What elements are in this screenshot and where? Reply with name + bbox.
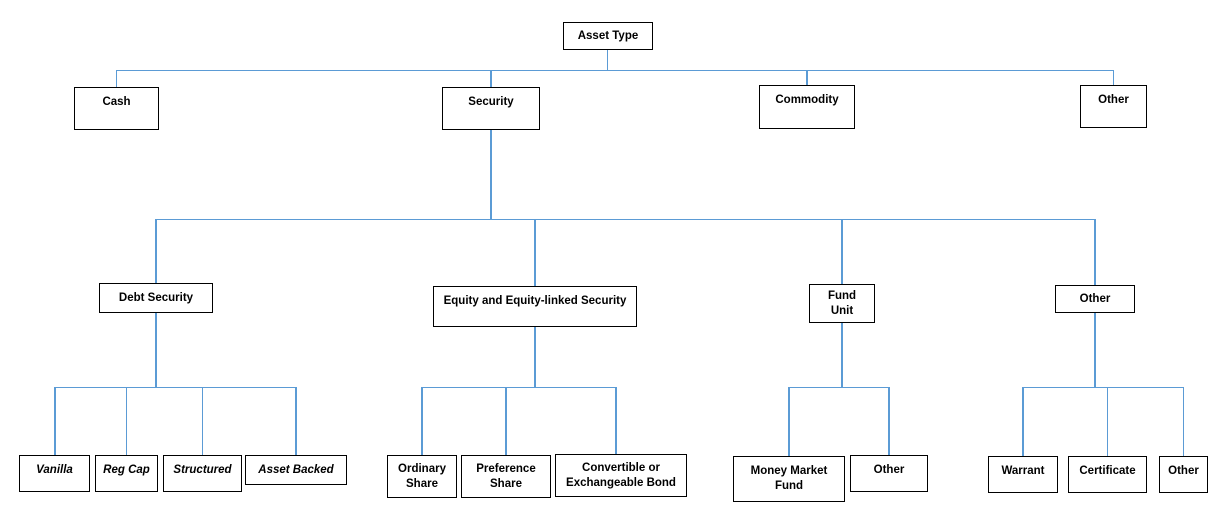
node-security: Security: [442, 87, 540, 130]
node-fund-unit: Fund Unit: [809, 284, 875, 323]
node-vanilla: Vanilla: [19, 455, 90, 492]
connector-asset-backed-drop: [295, 387, 297, 455]
connector-other3-drop: [1182, 387, 1185, 456]
node-structured: Structured: [163, 455, 242, 492]
node-preference-share: Preference Share: [461, 455, 551, 498]
node-warrant: Warrant: [988, 456, 1058, 493]
node-other-level3: Other: [1159, 456, 1208, 493]
connector-security-to-level2: [490, 130, 492, 219]
node-commodity: Commodity: [759, 85, 855, 129]
connector-debt-security-drop: [155, 219, 157, 283]
node-convertible-bond: Convertible or Exchangeable Bond: [555, 454, 687, 497]
connector-other-fund-drop: [888, 387, 890, 455]
connector-debt-to-level3: [155, 313, 157, 387]
node-other-fund: Other: [850, 455, 928, 492]
connector-equity-drop: [534, 219, 536, 286]
connector-money-market-drop: [788, 387, 790, 456]
connector-structured-drop: [201, 387, 204, 455]
connector-warrant-drop: [1022, 387, 1024, 456]
node-money-market-fund: Money Market Fund: [733, 456, 845, 502]
node-cash: Cash: [74, 87, 159, 130]
node-debt-security: Debt Security: [99, 283, 213, 313]
connector-level1-bus: [116, 69, 1114, 71]
node-asset-backed: Asset Backed: [245, 455, 347, 485]
connector-commodity-drop: [806, 70, 808, 85]
connector-certificate-drop: [1106, 387, 1109, 456]
connector-convertible-drop: [615, 387, 617, 455]
connector-other1-drop: [1112, 70, 1115, 85]
connector-other2-drop: [1094, 219, 1096, 285]
connector-fund-children-bus: [789, 386, 889, 388]
node-other-level2: Other: [1055, 285, 1135, 313]
connector-ordinary-share-drop: [421, 387, 423, 455]
connector-fund-unit-drop: [841, 219, 843, 284]
node-equity-security: Equity and Equity-linked Security: [433, 286, 637, 327]
connector-other-children-bus: [1023, 386, 1184, 388]
connector-root-drop: [606, 50, 609, 70]
connector-security-drop: [490, 70, 492, 87]
node-certificate: Certificate: [1068, 456, 1147, 493]
connector-preference-share-drop: [505, 387, 507, 455]
connector-equity-children-bus: [422, 386, 616, 388]
connector-equity-to-level3: [534, 327, 536, 387]
connector-level2-bus: [156, 218, 1095, 220]
connector-reg-cap-drop: [125, 387, 128, 455]
node-asset-type: Asset Type: [563, 22, 653, 50]
connector-vanilla-drop: [54, 387, 56, 455]
connector-cash-drop: [115, 70, 118, 87]
node-reg-cap: Reg Cap: [95, 455, 158, 492]
connector-other2-to-level3: [1094, 313, 1096, 387]
connector-debt-children-bus: [55, 386, 296, 388]
node-ordinary-share: Ordinary Share: [387, 455, 457, 498]
node-other-level1: Other: [1080, 85, 1147, 128]
connector-fund-to-level3: [841, 323, 843, 387]
